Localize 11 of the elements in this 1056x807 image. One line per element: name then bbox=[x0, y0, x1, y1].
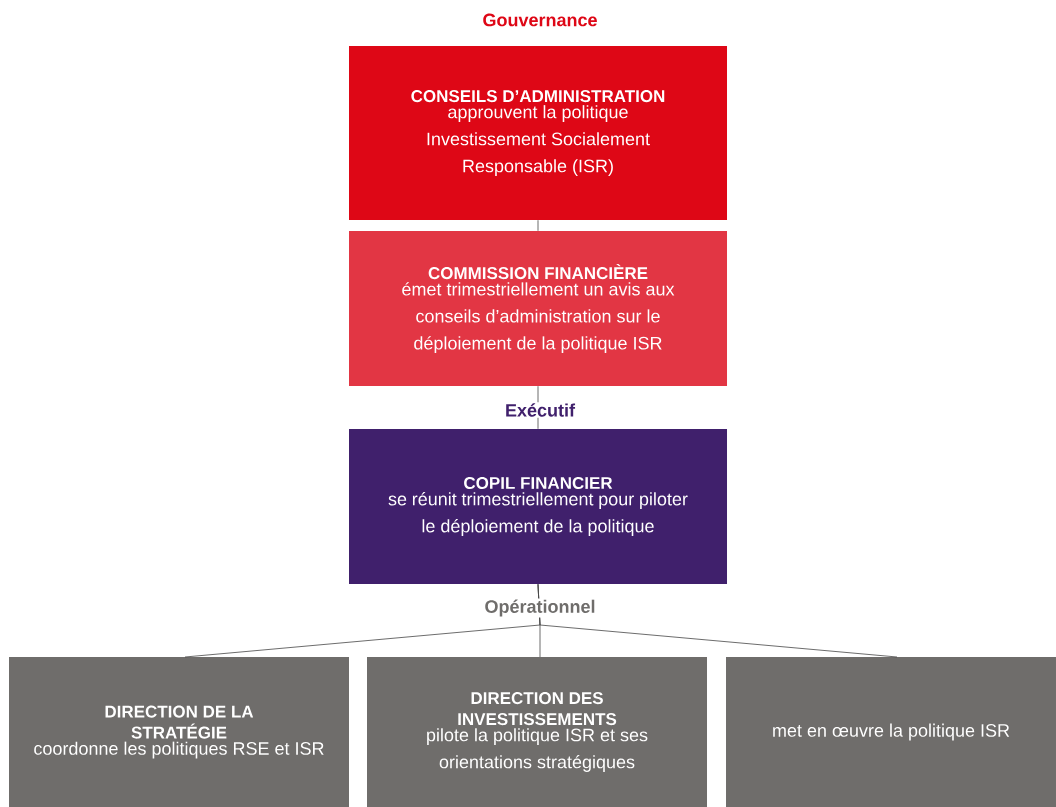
process-box: DIRECTION DE LA STRATÉGIE coordonne les politiques RSE et ISR bbox=[9, 657, 349, 807]
process-box: met en œuvre la politique ISR bbox=[726, 657, 1056, 807]
connector-line bbox=[537, 583, 898, 658]
level-heading: Exécutif bbox=[504, 402, 576, 418]
process-box: DIRECTION DES INVESTISSEMENTS pilote la politique ISR et ses orientations stratégiques bbox=[367, 657, 707, 807]
process-box: COPIL FINANCIER se réunit trimestriellement pour piloter le déploiement de la politique bbox=[349, 429, 727, 584]
process-box: CONSEILS D’ADMINISTRATION approuvent la politique Investissement Socialement Responsable (ISR) bbox=[349, 46, 727, 220]
level-heading: Opérationnel bbox=[483, 598, 597, 618]
level-heading: Gouvernance bbox=[481, 12, 599, 28]
process-box: COMMISSION FINANCIÈRE émet trimestriellement un avis aux conseils d’administration sur le déploiement de la politique ISR bbox=[349, 231, 727, 386]
connector-line bbox=[537, 219, 539, 232]
